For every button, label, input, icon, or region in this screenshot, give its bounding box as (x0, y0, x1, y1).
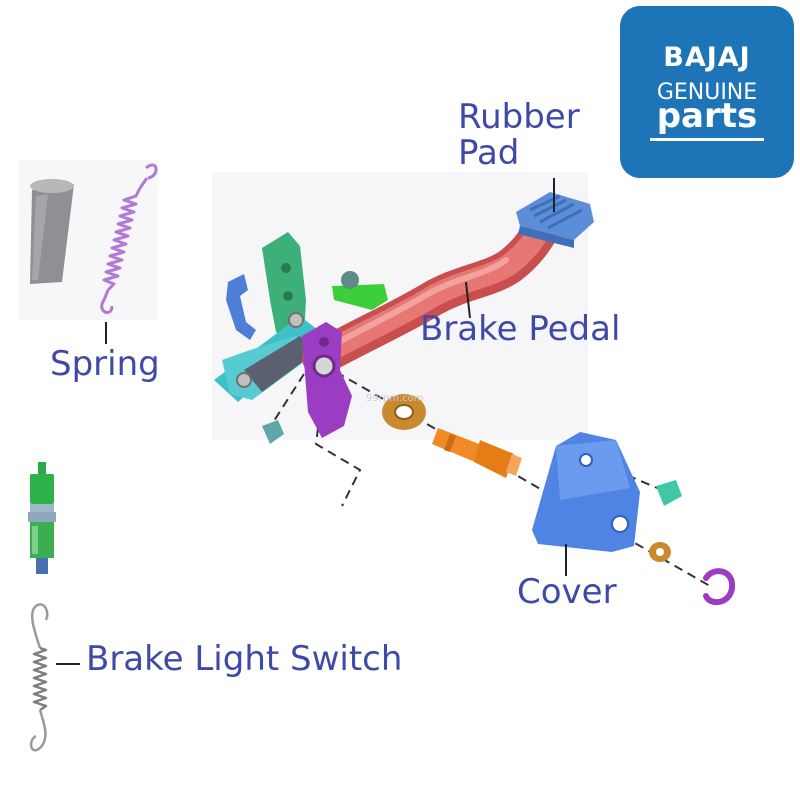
small-bolt-part (262, 420, 284, 444)
logo-genuine-text: GENUINE (656, 80, 758, 105)
rubber-pad-label: Rubber Pad (458, 97, 580, 173)
brake-pedal-label: Brake Pedal (420, 309, 621, 349)
tension-spring-part (29, 603, 49, 752)
brake-light-switch-part (28, 462, 56, 574)
bajaj-genuine-parts-logo: BAJAJ GENUINE parts (620, 6, 794, 178)
pivot-pin-part (432, 428, 522, 478)
small-washer-part (649, 542, 671, 562)
brake-pedal-leader-line (465, 281, 471, 319)
brake-light-switch-label: Brake Light Switch (86, 639, 403, 679)
logo-parts-text: parts (656, 96, 758, 136)
logo-brand-text: BAJAJ (663, 42, 751, 73)
circlip-part (703, 568, 736, 606)
washer-part (382, 394, 426, 430)
brake-pedal-arm (302, 208, 562, 376)
rubber-pad-label-line1: Rubber (458, 97, 580, 137)
teal-screw-part (656, 480, 682, 506)
blue-clip-part (226, 274, 256, 340)
logo-underline (650, 138, 764, 141)
spring-part (100, 163, 158, 315)
cover-label: Cover (517, 572, 617, 612)
spring-label: Spring (50, 344, 160, 384)
watermark-text: 99rpm.com (366, 393, 424, 404)
rubber-pad-label-line2: Pad (458, 132, 520, 173)
green-clip-part (332, 271, 388, 310)
rubber-pad-part (516, 192, 594, 248)
sleeve-tube (30, 179, 74, 284)
purple-bracket-part (302, 322, 352, 438)
pedal-bracket (214, 232, 318, 402)
cover-part (532, 432, 640, 552)
